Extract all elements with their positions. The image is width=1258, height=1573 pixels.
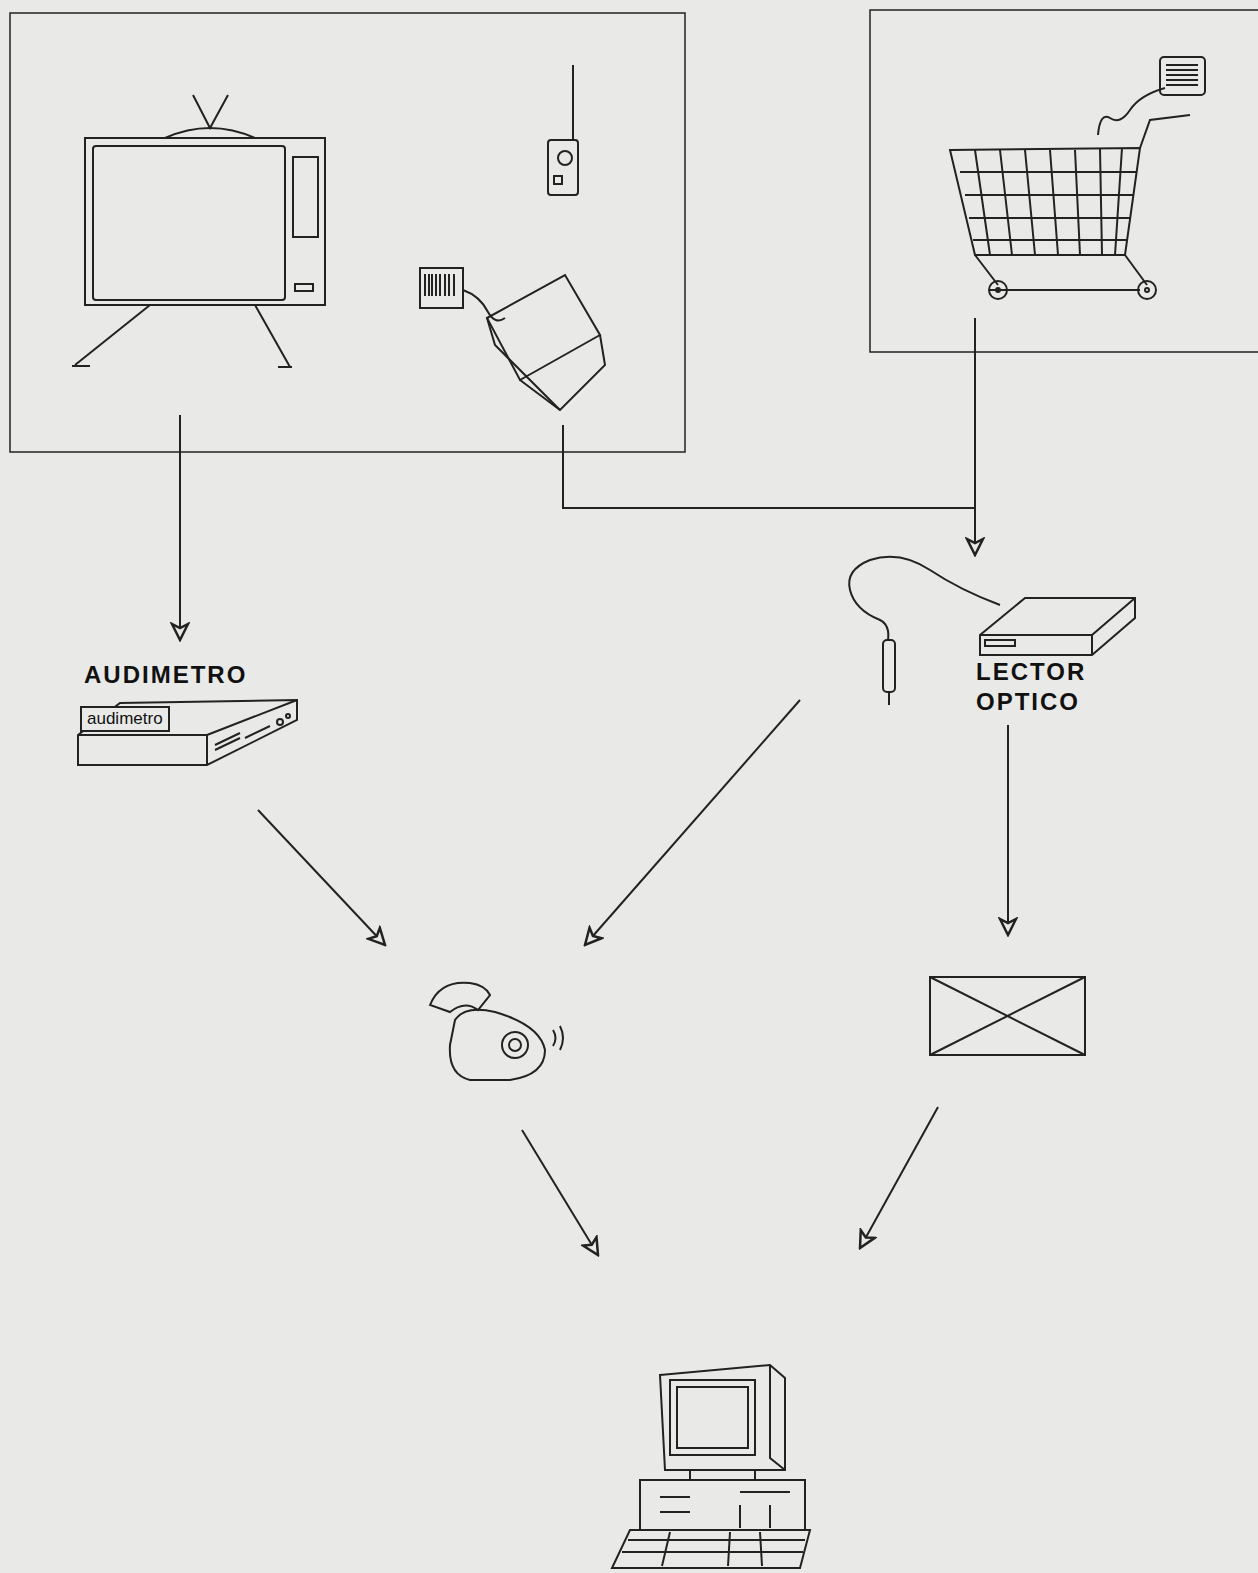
- device-face: audimetro: [80, 706, 170, 732]
- device-label: audimetro: [80, 706, 170, 732]
- audimeter-device: AUDIMETROaudimetro: [84, 660, 314, 690]
- optical-reader-device: LECTOR OPTICO: [976, 657, 1116, 717]
- device-name: LECTOR OPTICO: [976, 657, 1106, 717]
- device-name: AUDIMETRO: [84, 660, 314, 690]
